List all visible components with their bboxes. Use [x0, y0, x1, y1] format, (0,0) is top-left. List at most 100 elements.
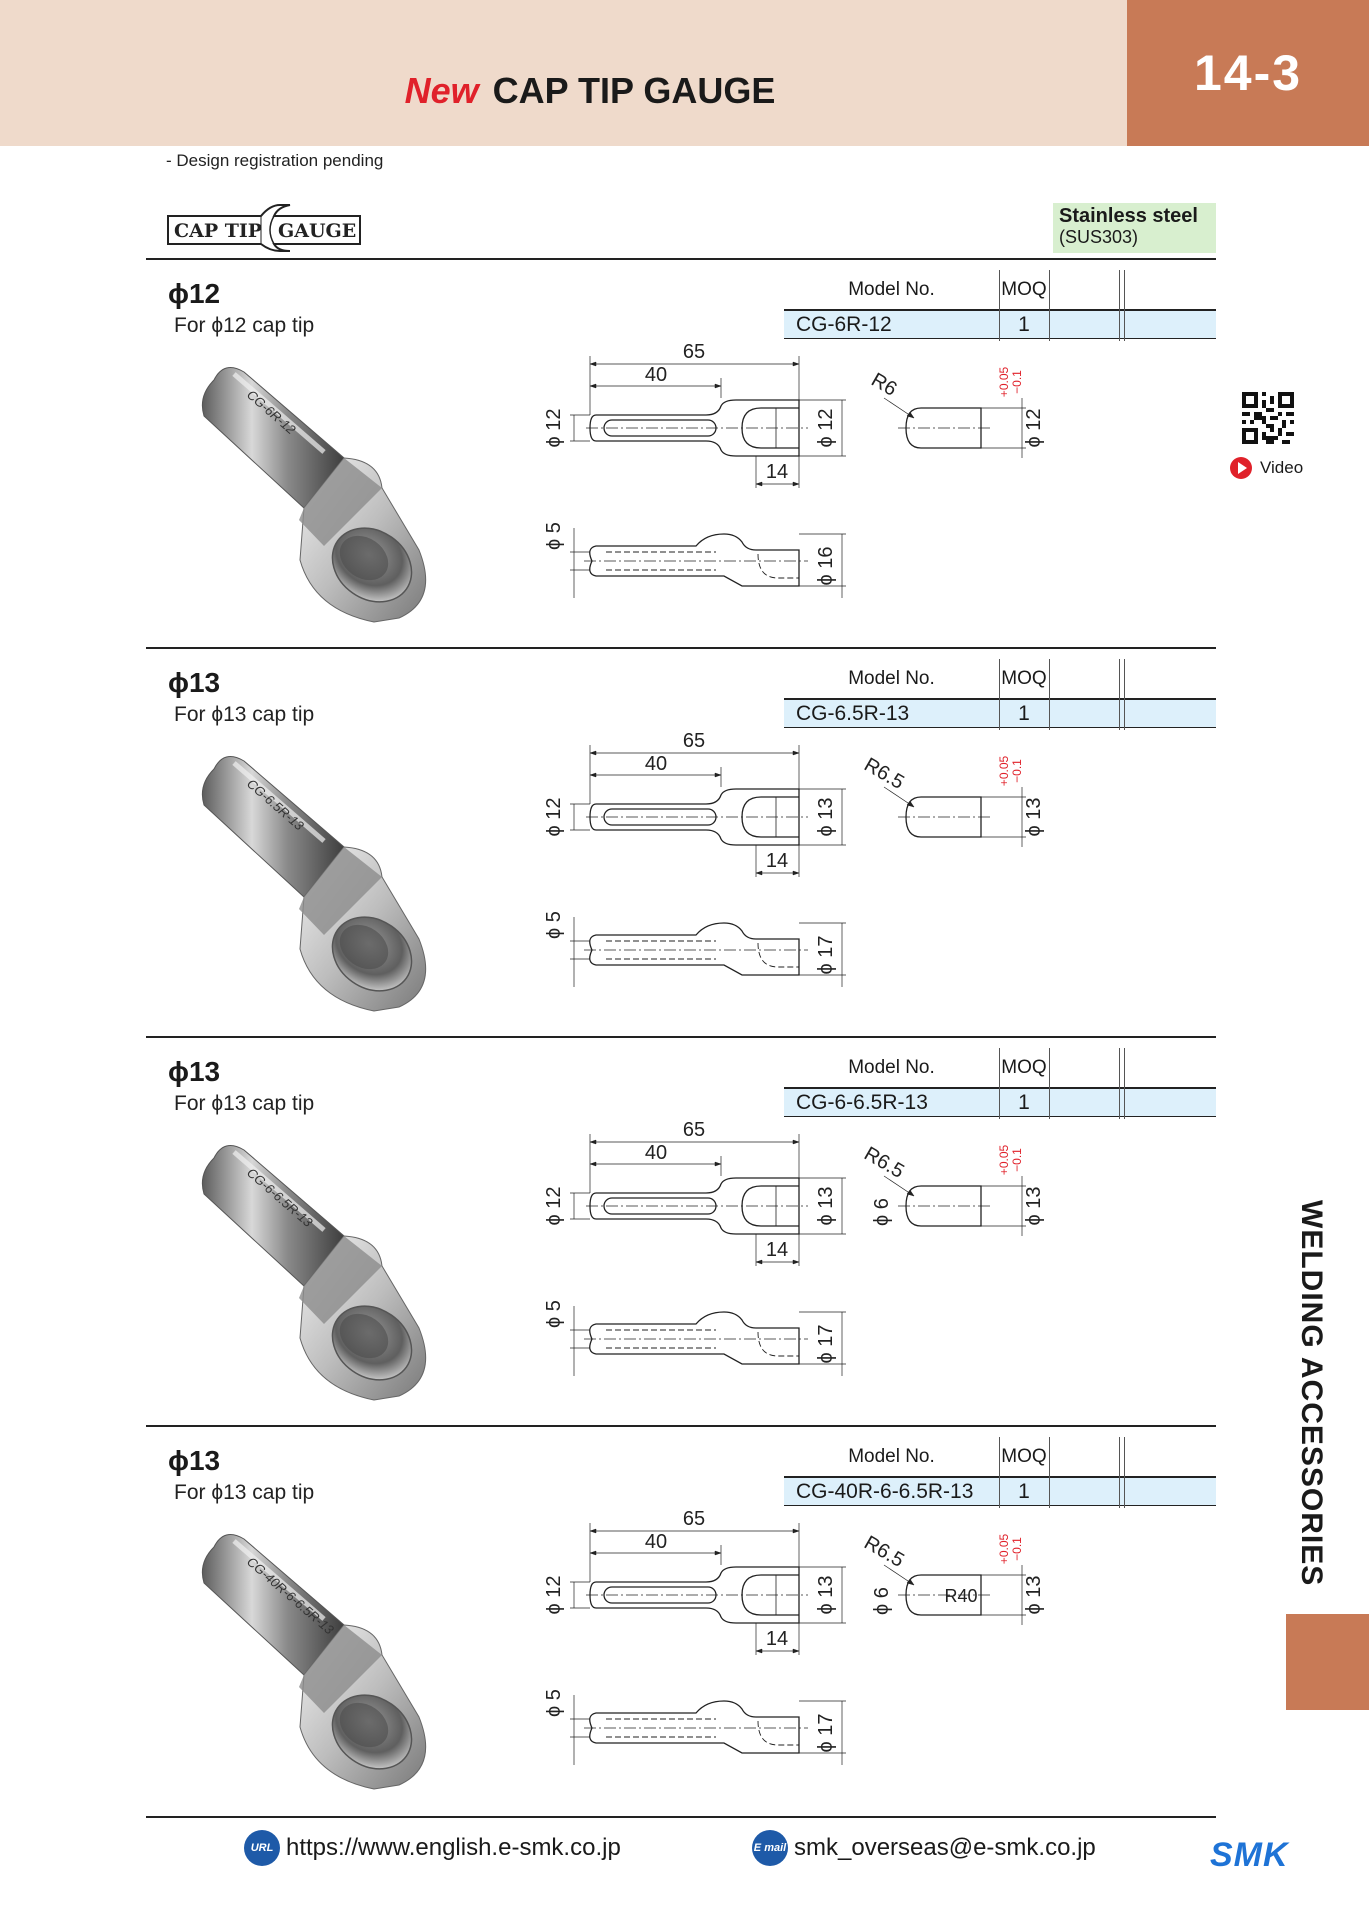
- section-divider: [146, 1425, 1216, 1427]
- product-photo: CG-6-6.5R-13: [186, 1130, 506, 1410]
- dim-tip: 14: [766, 461, 788, 483]
- table-header-row: Model No. MOQ: [784, 270, 1216, 309]
- model-header: Model No.: [848, 278, 935, 300]
- video-label: Video: [1260, 458, 1304, 477]
- email-text[interactable]: smk_overseas@e-smk.co.jp: [794, 1834, 1096, 1861]
- table-header-row: Model No. MOQ: [784, 1437, 1216, 1476]
- footer-email[interactable]: E mail smk_overseas@e-smk.co.jp: [752, 1830, 1096, 1866]
- dim-radius: R6.5: [860, 754, 908, 794]
- material-name: Stainless steel: [1059, 205, 1198, 227]
- dim-head: ϕ 12: [815, 408, 837, 447]
- dim-side-dia: ϕ 13: [1023, 797, 1045, 836]
- model-table: Model No. MOQ CG-6-6.5R-13 1: [784, 1048, 1216, 1119]
- section-title: ϕ13: [168, 1445, 221, 1476]
- page-number: 14-3: [1127, 0, 1369, 146]
- product-section: ϕ13 For ϕ13 cap tip Model No. MOQ CG-6.5…: [146, 647, 1216, 1035]
- design-note: - Design registration pending: [166, 151, 384, 170]
- section-divider: [146, 1036, 1216, 1038]
- dim-shank: ϕ 12: [546, 408, 565, 447]
- url-globe-icon: URL: [244, 1830, 280, 1866]
- dim-total: 65: [683, 730, 705, 752]
- technical-drawing: 65 40 14 ϕ 12 ϕ 13 ϕ 5 ϕ 17 R6.5 ϕ 13 +0…: [543, 727, 1106, 1027]
- material-grade: (SUS303): [1059, 227, 1139, 247]
- dim-left-dia: ϕ 6: [871, 1198, 893, 1226]
- tol-minus: −0.1: [1010, 370, 1024, 394]
- model-number: CG-6-6.5R-13: [796, 1090, 928, 1114]
- model-table: Model No. MOQ CG-6.5R-13 1: [784, 659, 1216, 730]
- section-subtitle: For ϕ13 cap tip: [174, 703, 315, 726]
- table-divider: [1119, 1437, 1120, 1508]
- section-title: ϕ13: [168, 1056, 221, 1087]
- dim-r40: R40: [944, 1586, 977, 1606]
- url-text[interactable]: https://www.english.e-smk.co.jp: [286, 1834, 621, 1861]
- new-label: New: [404, 70, 479, 111]
- table-divider: [1049, 1437, 1050, 1508]
- dim-radius: R6.5: [860, 1143, 908, 1183]
- product-section: ϕ12 For ϕ12 cap tip Model No. MOQ CG-6R-…: [146, 258, 1216, 646]
- model-number: CG-6.5R-13: [796, 701, 910, 725]
- side-color-block: [1286, 1614, 1369, 1710]
- tol-minus: −0.1: [1010, 1148, 1024, 1172]
- moq-value: 1: [1018, 1090, 1030, 1114]
- cap-tip-gauge-logo: CAP TIP GAUGE: [166, 203, 362, 252]
- header-band: [0, 0, 1127, 146]
- moq-header: MOQ: [1001, 1056, 1047, 1078]
- moq-header: MOQ: [1001, 278, 1047, 300]
- model-table: Model No. MOQ CG-40R-6-6.5R-13 1: [784, 1437, 1216, 1508]
- product-photo: CG-6.5R-13: [186, 741, 506, 1021]
- product-section: ϕ13 For ϕ13 cap tip Model No. MOQ CG-40R…: [146, 1425, 1216, 1813]
- dim-total: 65: [683, 1508, 705, 1530]
- dim-radius: R6.5: [860, 1532, 908, 1572]
- qr-code[interactable]: [1242, 392, 1294, 444]
- footer-url[interactable]: URL https://www.english.e-smk.co.jp: [244, 1830, 621, 1866]
- dim-thick: ϕ 5: [546, 522, 565, 550]
- product-section: ϕ13 For ϕ13 cap tip Model No. MOQ CG-6-6…: [146, 1036, 1216, 1424]
- product-photo: CG-40R-6-6.5R-13: [186, 1519, 506, 1799]
- dim-inner: 40: [645, 1142, 667, 1164]
- logo-right-text: GAUGE: [278, 220, 356, 242]
- video-link[interactable]: Video: [1230, 457, 1303, 479]
- dim-bottom: ϕ 17: [815, 1713, 837, 1752]
- dim-tip: 14: [766, 1628, 788, 1650]
- model-number: CG-40R-6-6.5R-13: [796, 1479, 974, 1503]
- brand-logo: SMK: [1210, 1836, 1289, 1874]
- table-divider: [1124, 659, 1125, 730]
- model-number: CG-6R-12: [796, 312, 892, 336]
- model-header: Model No.: [848, 1056, 935, 1078]
- table-divider: [999, 1048, 1000, 1119]
- model-header: Model No.: [848, 667, 935, 689]
- side-category-text: WELDING ACCESSORIES: [1295, 1200, 1328, 1587]
- table-row: CG-40R-6-6.5R-13 1: [784, 1476, 1216, 1506]
- dim-total: 65: [683, 341, 705, 363]
- tol-plus: +0.05: [997, 1533, 1011, 1564]
- moq-value: 1: [1018, 1479, 1030, 1503]
- side-category-tab: WELDING ACCESSORIES: [1276, 1200, 1336, 1600]
- dim-side-dia: ϕ 13: [1023, 1575, 1045, 1614]
- section-divider: [146, 647, 1216, 649]
- table-divider: [999, 1437, 1000, 1508]
- section-title: ϕ12: [168, 278, 221, 309]
- dim-head: ϕ 13: [815, 1186, 837, 1225]
- dim-head: ϕ 13: [815, 797, 837, 836]
- dim-inner: 40: [645, 364, 667, 386]
- model-table: Model No. MOQ CG-6R-12 1: [784, 270, 1216, 341]
- dim-total: 65: [683, 1119, 705, 1141]
- table-header-row: Model No. MOQ: [784, 659, 1216, 698]
- table-divider: [1119, 659, 1120, 730]
- tol-minus: −0.1: [1010, 1537, 1024, 1561]
- table-divider: [1124, 270, 1125, 341]
- table-divider: [999, 659, 1000, 730]
- table-divider: [1124, 1048, 1125, 1119]
- dim-bottom: ϕ 17: [815, 935, 837, 974]
- table-divider: [1049, 270, 1050, 341]
- dim-side-dia: ϕ 13: [1023, 1186, 1045, 1225]
- material-badge: Stainless steel (SUS303): [1053, 203, 1216, 253]
- table-row: CG-6-6.5R-13 1: [784, 1087, 1216, 1117]
- section-subtitle: For ϕ12 cap tip: [174, 314, 315, 337]
- tol-minus: −0.1: [1010, 759, 1024, 783]
- dim-thick: ϕ 5: [546, 1689, 565, 1717]
- dim-bottom: ϕ 17: [815, 1324, 837, 1363]
- play-icon: [1230, 457, 1252, 479]
- dim-head: ϕ 13: [815, 1575, 837, 1614]
- table-divider: [1119, 1048, 1120, 1119]
